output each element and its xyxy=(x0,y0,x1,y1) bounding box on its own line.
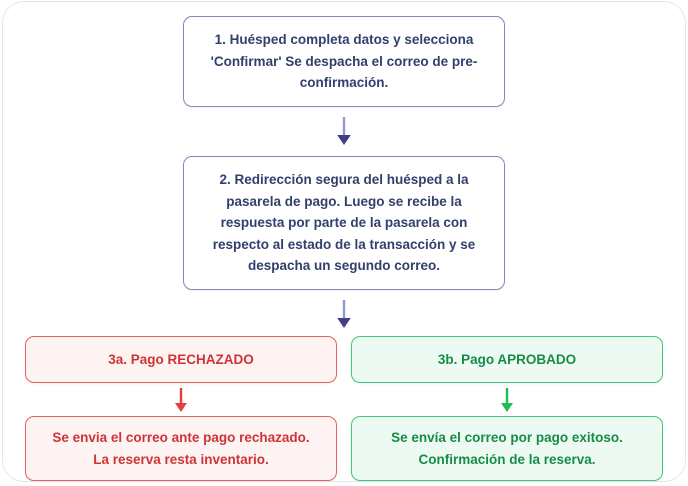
arrow-down-icon xyxy=(337,117,351,146)
arrow-down-red-icon xyxy=(175,387,187,412)
branch-rejected: 3a. Pago RECHAZADO Se envia el correo an… xyxy=(25,336,337,481)
arrow-wrap-2 xyxy=(334,290,354,340)
flow-step-2-node: 2. Redirección segura del huésped a la p… xyxy=(183,156,505,290)
branches-row: 3a. Pago RECHAZADO Se envia el correo an… xyxy=(3,336,685,481)
arrow-wrap-rejected xyxy=(172,383,190,416)
approved-title-node: 3b. Pago APROBADO xyxy=(351,336,663,383)
flow-step-1-node: 1. Huésped completa datos y selecciona '… xyxy=(183,16,505,107)
arrow-down-icon xyxy=(337,300,351,329)
arrow-wrap-approved xyxy=(498,383,516,416)
approved-description-node: Se envía el correo por pago exitoso. Con… xyxy=(351,416,663,481)
rejected-description-node: Se envia el correo ante pago rechazado. … xyxy=(25,416,337,481)
rejected-title-node: 3a. Pago RECHAZADO xyxy=(25,336,337,383)
branch-approved: 3b. Pago APROBADO Se envía el correo por… xyxy=(351,336,663,481)
arrow-wrap-1 xyxy=(334,107,354,157)
arrow-down-green-icon xyxy=(501,387,513,412)
